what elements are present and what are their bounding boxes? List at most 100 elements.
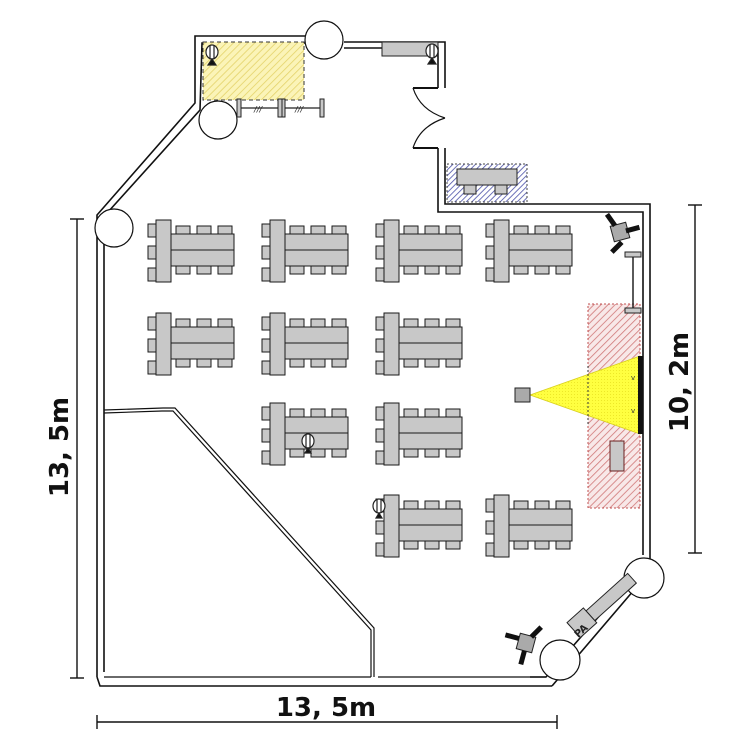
pa-system: [566, 572, 638, 639]
chair: [217, 358, 233, 368]
dimension-bottom: 13, 5m: [276, 693, 376, 723]
chair: [375, 245, 385, 260]
chair: [261, 267, 271, 282]
svg-text:v: v: [631, 374, 635, 382]
chair: [445, 500, 461, 510]
chair: [310, 318, 326, 328]
chair: [331, 358, 347, 368]
chair: [217, 265, 233, 275]
chair: [424, 225, 440, 235]
entrance-door[interactable]: [412, 87, 446, 149]
chair: [261, 428, 271, 443]
chair: [403, 500, 419, 510]
head-table: [269, 219, 286, 283]
chair: [403, 408, 419, 418]
chair: [513, 500, 529, 510]
chair: [445, 225, 461, 235]
chair: [513, 540, 529, 550]
chair: [534, 540, 550, 550]
chair: [424, 265, 440, 275]
chair: [261, 316, 271, 331]
chair: [310, 408, 326, 418]
table-group: [261, 402, 349, 466]
chair: [403, 318, 419, 328]
head-table: [155, 312, 172, 376]
table: [284, 416, 349, 434]
chair: [375, 338, 385, 353]
chair: [261, 406, 271, 421]
chair: [534, 265, 550, 275]
table: [508, 249, 573, 267]
head-table: [155, 219, 172, 283]
table-group: [261, 312, 349, 376]
microphone-icon: [301, 433, 315, 454]
chair: [375, 428, 385, 443]
catering-zone: [202, 41, 305, 101]
chair: [289, 265, 305, 275]
dimension-left: 13, 5m: [45, 397, 75, 497]
table: [508, 233, 573, 251]
speaker-icon: [604, 212, 641, 254]
chair: [175, 225, 191, 235]
speaker-icon: [504, 625, 543, 666]
chair: [289, 318, 305, 328]
inner-wall: [103, 42, 644, 672]
svg-text:v: v: [631, 407, 635, 415]
chair: [555, 500, 571, 510]
chair: [147, 267, 157, 282]
chair: [555, 540, 571, 550]
column: [198, 100, 238, 140]
svg-text:///: ///: [294, 105, 304, 114]
columns: [94, 20, 665, 681]
column: [539, 639, 581, 681]
chair: [375, 450, 385, 465]
chair: [196, 358, 212, 368]
head-table: [493, 219, 510, 283]
table: [170, 342, 235, 360]
table: [398, 524, 463, 542]
table: [284, 342, 349, 360]
chair: [445, 358, 461, 368]
chair: [310, 448, 326, 458]
table: [508, 508, 573, 526]
chair: [196, 225, 212, 235]
chair: [331, 318, 347, 328]
chair: [485, 267, 495, 282]
chair: [310, 265, 326, 275]
table-group: [261, 219, 349, 283]
chair: [555, 225, 571, 235]
chair: [261, 450, 271, 465]
table: [398, 326, 463, 344]
table: [398, 249, 463, 267]
projection-screen: [638, 356, 643, 434]
chair: [375, 360, 385, 375]
chair: [375, 406, 385, 421]
table-groups: [147, 219, 573, 558]
table: [170, 249, 235, 267]
microphone-icon: [372, 498, 386, 519]
head-table: [383, 219, 400, 283]
chair: [289, 358, 305, 368]
table: [398, 432, 463, 450]
head-table: [269, 402, 286, 466]
chair: [331, 265, 347, 275]
chair: [403, 225, 419, 235]
microphones: [205, 43, 439, 519]
table-group: [375, 402, 463, 466]
table-group: [485, 219, 573, 283]
dimension-lines: [70, 204, 702, 729]
screen-stand: [624, 251, 642, 314]
chair: [375, 520, 385, 535]
partition-wall: [103, 407, 546, 678]
chair: [534, 225, 550, 235]
chair: [331, 408, 347, 418]
chair: [289, 448, 305, 458]
chair: [147, 338, 157, 353]
outer-wall: [96, 35, 651, 687]
chair: [445, 408, 461, 418]
table: [398, 508, 463, 526]
chair: [375, 542, 385, 557]
head-table: [493, 494, 510, 558]
chair: [485, 542, 495, 557]
table: [398, 233, 463, 251]
